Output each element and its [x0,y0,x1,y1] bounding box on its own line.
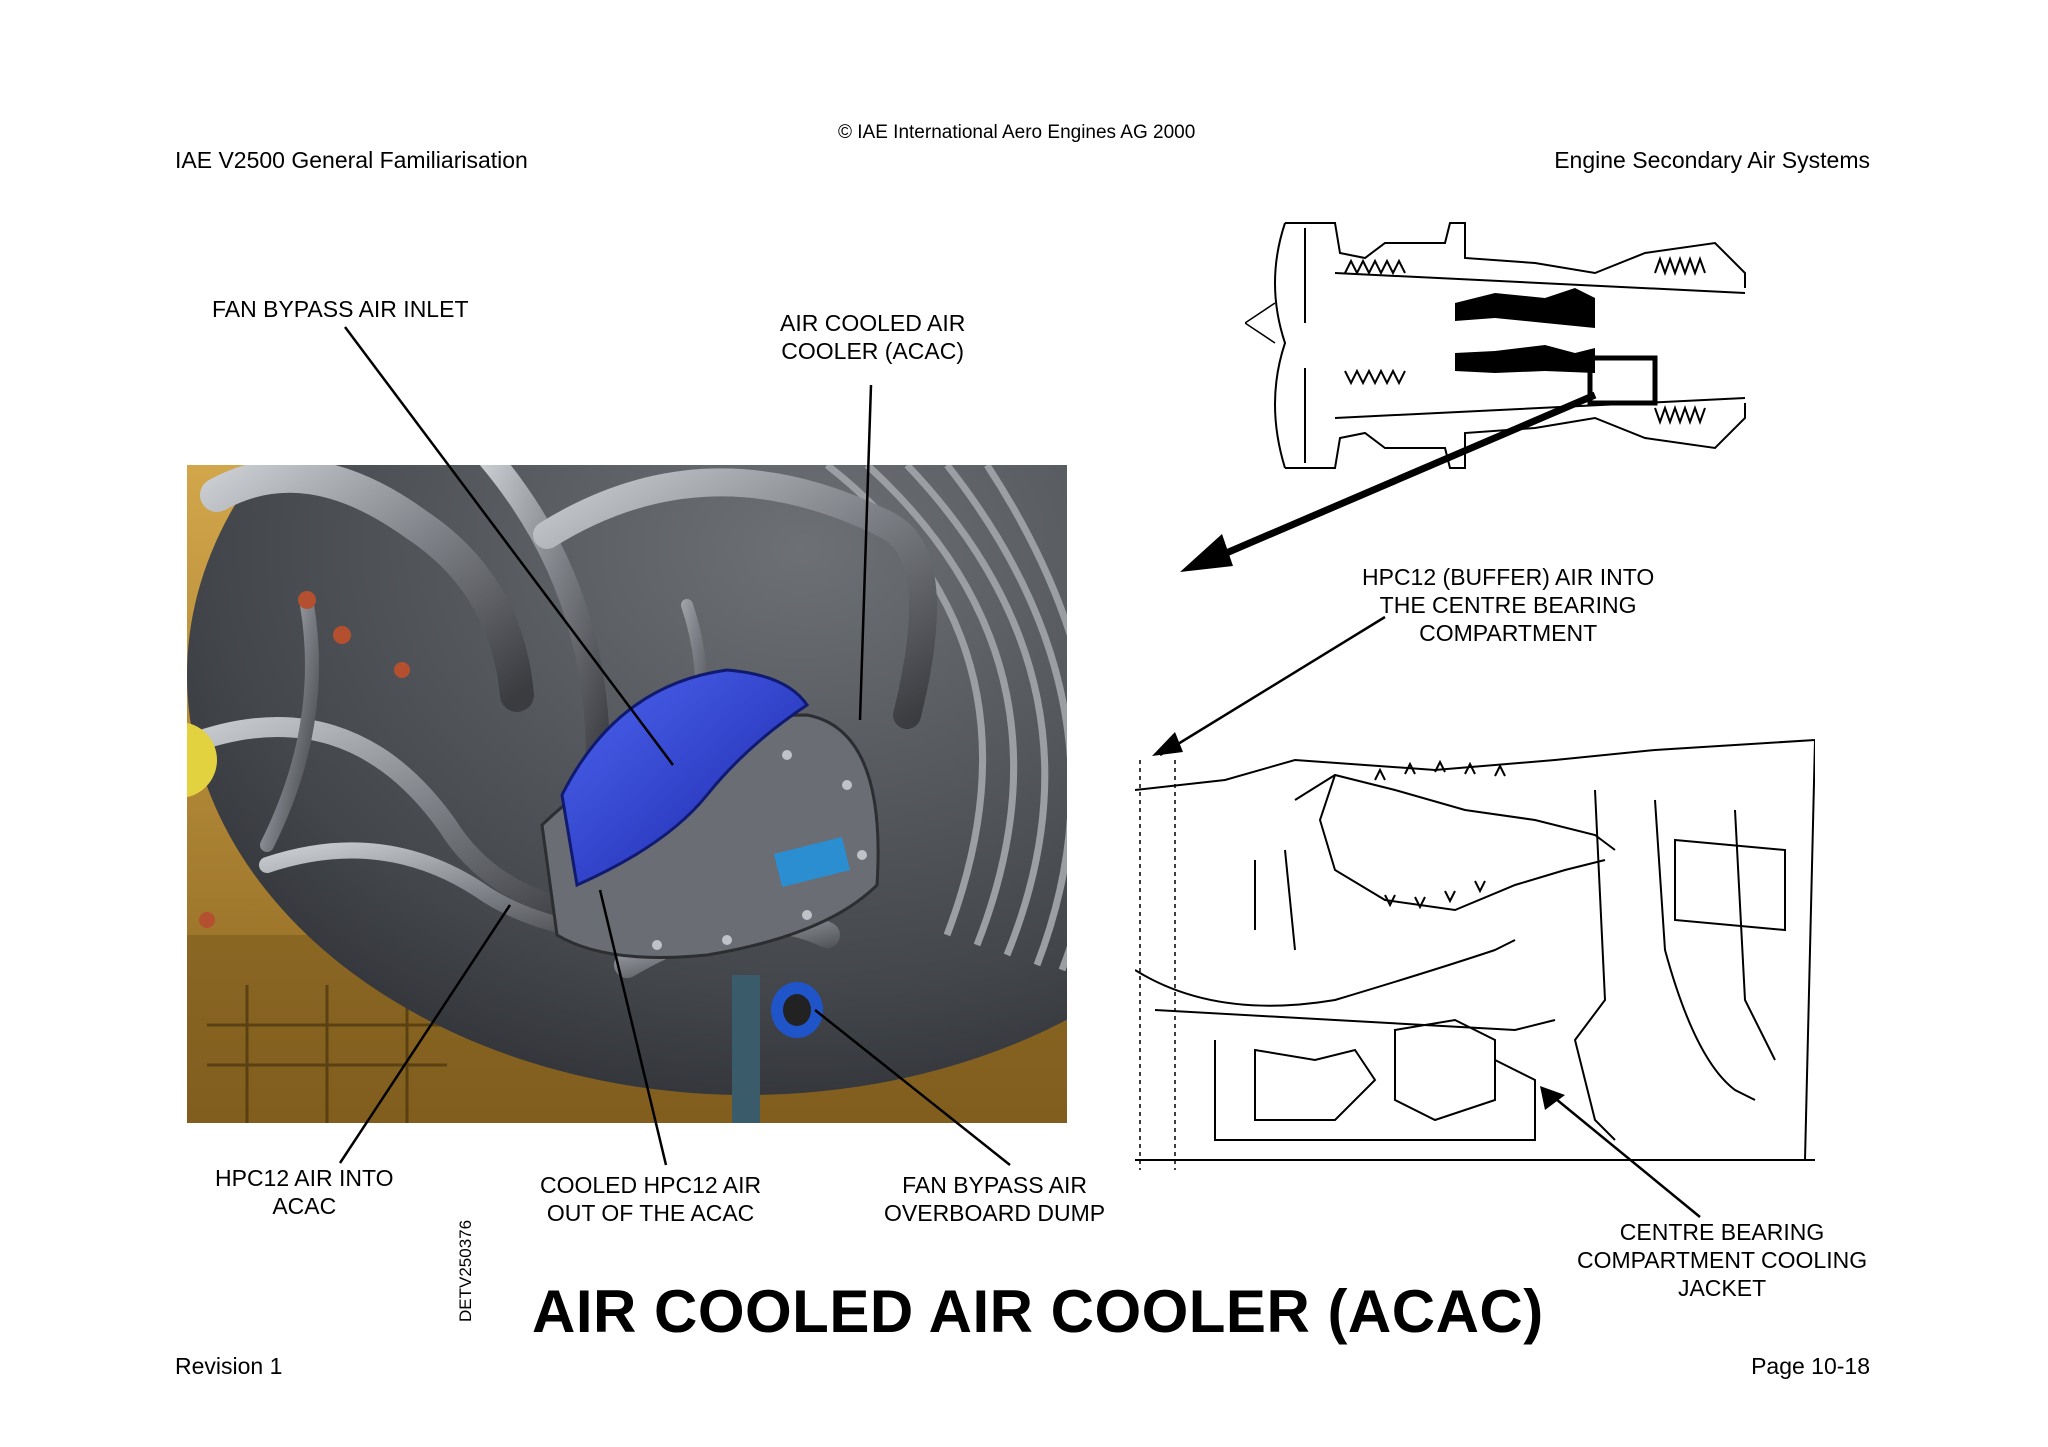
caption-line: THE CENTRE BEARING [1379,592,1637,618]
copyright-notice: © IAE International Aero Engines AG 2000 [838,122,1196,143]
caption-line: OVERBOARD DUMP [884,1200,1106,1226]
main-title: AIR COOLED AIR COOLER (ACAC) [532,1278,1544,1345]
acac-label: AIR COOLED AIR COOLER (ACAC) [780,309,965,365]
hpc12-air-into-acac-label: HPC12 AIR INTO ACAC [215,1164,394,1220]
caption-line: OUT OF THE ACAC [546,1200,755,1226]
engine-cross-section-diagram [1245,222,1746,469]
caption-line: AIR COOLED AIR [780,310,966,336]
caption-line: JACKET [1677,1275,1767,1301]
fan-bypass-air-inlet-label: FAN BYPASS AIR INLET [212,295,469,323]
revision-label: Revision 1 [175,1353,283,1379]
caption-line: COMPARTMENT [1419,620,1598,646]
engine-photo [187,465,1067,1123]
buffer-air-label: HPC12 (BUFFER) AIR INTO THE CENTRE BEARI… [1362,563,1654,647]
caption-line: FAN BYPASS AIR [902,1172,1087,1198]
figure-id: DETV250376 [456,1219,475,1322]
centre-bearing-detail-diagram [1135,739,1815,1170]
caption-line: ACAC [272,1193,337,1219]
caption-line: COOLER (ACAC) [781,338,965,364]
document-title: IAE V2500 General Familiarisation [175,147,528,173]
overboard-dump-label: FAN BYPASS AIR OVERBOARD DUMP [884,1171,1105,1227]
section-title: Engine Secondary Air Systems [1554,147,1870,173]
caption-line: CENTRE BEARING [1619,1219,1825,1245]
caption-line: FAN BYPASS AIR INLET [212,296,469,322]
caption-line: COMPARTMENT COOLING [1577,1247,1868,1273]
caption-line: HPC12 AIR INTO [215,1165,394,1191]
caption-line: HPC12 (BUFFER) AIR INTO [1362,564,1655,590]
page-number: Page 10-18 [1751,1353,1870,1379]
caption-line: COOLED HPC12 AIR [540,1172,762,1198]
cooling-jacket-label: CENTRE BEARING COMPARTMENT COOLING JACKE… [1577,1218,1867,1302]
cooled-hpc12-air-label: COOLED HPC12 AIR OUT OF THE ACAC [540,1171,761,1227]
